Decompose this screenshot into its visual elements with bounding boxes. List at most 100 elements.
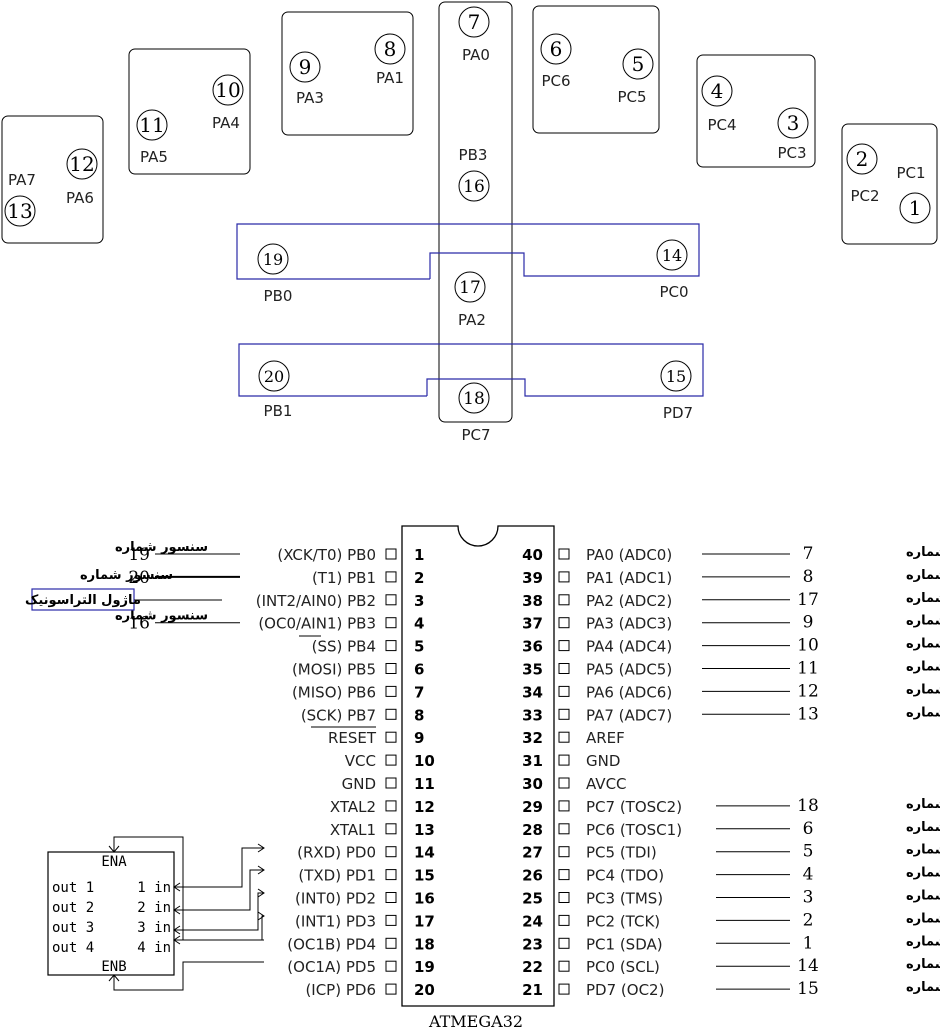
sensor-4: 4 PC4 [701, 75, 737, 134]
chip-pin-31: 31 GND [522, 752, 620, 770]
sensor-label-pb1: PB1 [264, 402, 293, 420]
pin-number: 21 [522, 981, 543, 999]
pin-label: (ICP) PD6 [305, 981, 376, 999]
pin-number: 15 [414, 867, 435, 885]
sensor-label-pa2: PA2 [458, 311, 486, 329]
bumper-outline-b1 [236, 223, 700, 280]
pin-label: (RXD) PD0 [297, 844, 376, 862]
sensor-number: 4 [803, 865, 814, 885]
pin-number: 16 [414, 890, 435, 908]
pin-number: 31 [522, 752, 543, 770]
sensor-14: 14 PC0 [656, 239, 689, 301]
sensor-label-pb3: PB3 [459, 146, 488, 164]
sensor-label-pc7: PC7 [461, 426, 490, 444]
svg-text:8: 8 [384, 37, 397, 61]
annotation-right-34: 12سنسور شماره [702, 681, 940, 701]
pin-label: PC4 (TDO) [586, 867, 664, 885]
sensor-label-pd7: PD7 [663, 404, 693, 422]
pin-number: 24 [522, 912, 543, 930]
sensor-caption: سنسور شماره [906, 911, 940, 926]
pin-number: 13 [414, 821, 435, 839]
sensor-5: 5 PC5 [617, 48, 654, 106]
enb-wire [113, 961, 264, 991]
pin-label: (TXD) PD1 [298, 867, 376, 885]
pin-label: (SCK) PB7 [301, 706, 376, 724]
sensor-number: 8 [803, 567, 814, 587]
pin-number: 25 [522, 890, 543, 908]
sensor-label-pb0: PB0 [264, 287, 293, 305]
svg-text:18: 18 [463, 389, 485, 409]
pin-label: GND [586, 752, 620, 770]
pin-label: PA3 (ADC3) [586, 615, 672, 633]
sensor-caption: سنسور شماره [906, 545, 940, 560]
sensor-caption: سنسور شماره [906, 957, 940, 972]
sensor-number: 14 [797, 956, 819, 976]
sensor-caption: سنسور شماره [906, 614, 940, 629]
sensor-20: 20 PB1 [258, 360, 293, 420]
sensor-label-pc0: PC0 [659, 283, 688, 301]
sensor-number: 9 [803, 613, 814, 633]
pin-number: 26 [522, 867, 543, 885]
annotation-right-27: 5سنسور شماره [716, 842, 940, 862]
pin-number: 38 [522, 592, 543, 610]
pin-label: PC0 (SCL) [586, 958, 660, 976]
sensor-number: 17 [797, 590, 819, 610]
pin-label: (MOSI) PB5 [292, 661, 376, 679]
pin-label: GND [342, 775, 376, 793]
pin-number: 18 [414, 935, 435, 953]
pin-number: 12 [414, 798, 435, 816]
chip-body [401, 525, 555, 1007]
chip-pin-25: 25 PC3 (TMS) [522, 890, 663, 908]
svg-text:9: 9 [299, 55, 312, 79]
ultrasonic-module: ماژول التراسونیک [25, 588, 222, 611]
sensor-label-pa7: PA7 [8, 171, 36, 189]
sensor-caption: سنسور شماره [906, 797, 940, 812]
chip-pin-2: 2(T1) PB1 [312, 569, 425, 587]
pin-number: 9 [414, 729, 424, 747]
pin-label: RESET [328, 729, 377, 747]
driver-output-3: out 3 [52, 920, 94, 936]
pin-number: 14 [414, 844, 435, 862]
pin-number: 23 [522, 935, 543, 953]
sensor-number: 20 [128, 568, 150, 588]
annotation-right-40: 7سنسور شماره [702, 544, 940, 564]
sensor-8: 8 PA1 [374, 33, 406, 87]
sensor-group-box-g3 [281, 11, 414, 136]
svg-text:17: 17 [459, 278, 481, 298]
sensor-caption: سنسور شماره [906, 843, 940, 858]
pin-number: 30 [522, 775, 543, 793]
pin-label: PA0 (ADC0) [586, 546, 672, 564]
annotation-right-39: 8سنسور شماره [702, 567, 940, 587]
sensor-number: 18 [797, 796, 819, 816]
driver-output-2: out 2 [52, 900, 94, 916]
sensor-group-box-g1 [1, 115, 104, 244]
chip-pin-17: 17(INT1) PD3 [295, 912, 435, 930]
pin-label: (INT2/AIN0) PB2 [256, 592, 376, 610]
sensor-label-pc5: PC5 [617, 88, 646, 106]
pin-number: 36 [522, 638, 543, 656]
sensor-label-pc1: PC1 [896, 164, 925, 182]
sensor-2: 2 PC2 [846, 143, 880, 205]
pin-label: PC7 (TOSC2) [586, 798, 682, 816]
pin-label: XTAL1 [330, 821, 376, 839]
chip-name: ATMEGA32 [428, 1012, 523, 1031]
annotation-right-26: 4سنسور شماره [716, 865, 940, 885]
sensor-label-pc3: PC3 [777, 144, 806, 162]
sensor-group-box-g6 [696, 54, 816, 168]
pin-number: 8 [414, 706, 424, 724]
pin-label: PC3 (TMS) [586, 890, 663, 908]
sensor-number: 19 [128, 545, 150, 565]
svg-text:16: 16 [463, 177, 485, 197]
sensor-number: 6 [803, 819, 814, 839]
driver-input-1: 1 in [137, 880, 171, 896]
driver-output-4: out 4 [52, 940, 94, 956]
pin-label: (MISO) PB6 [292, 683, 376, 701]
